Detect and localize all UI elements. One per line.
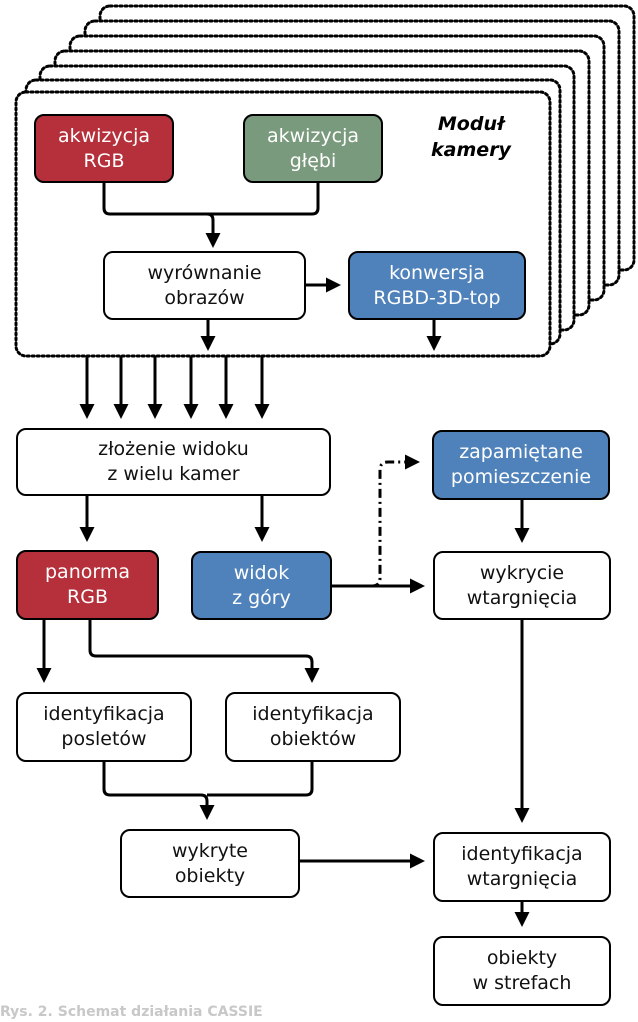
node-top-view: widok z góry xyxy=(191,551,332,620)
figure-caption: Rys. 2. Schemat działania CASSIE xyxy=(0,1004,263,1020)
node-convert: konwersja RGBD-3D-top xyxy=(348,251,526,320)
node-poslet-id: identyfikacja posletów xyxy=(16,692,192,762)
node-acq-rgb: akwizycja RGB xyxy=(34,114,174,183)
node-stored-room: zapamiętane pomieszczenie xyxy=(432,430,610,500)
node-panorama: panorma RGB xyxy=(16,550,159,620)
edge-panorama-object xyxy=(88,620,320,683)
node-object-id: identyfikacja obiektów xyxy=(225,692,401,762)
node-intrusion-detect: wykrycie wtargnięcia xyxy=(433,551,611,620)
node-compose: złożenie widoku z wielu kamer xyxy=(16,428,331,496)
edge-topview-stored xyxy=(332,454,420,588)
edge-acq-depth-align xyxy=(207,183,320,216)
node-detected-objects: wykryte obiekty xyxy=(120,829,300,898)
node-intrusion-id: identyfikacja wtargnięcia xyxy=(433,832,611,902)
edge-acq-rgb-align xyxy=(102,183,221,248)
node-objects-zones: obiekty w strefach xyxy=(433,936,611,1006)
node-acq-depth: akwizycja głębi xyxy=(243,114,383,183)
connectors xyxy=(36,183,530,927)
edge-poslet-detected xyxy=(102,762,215,820)
edge-object-detected xyxy=(207,762,314,797)
module-label: Moduł kamery xyxy=(431,113,511,161)
node-align: wyrównanie obrazów xyxy=(103,251,306,320)
